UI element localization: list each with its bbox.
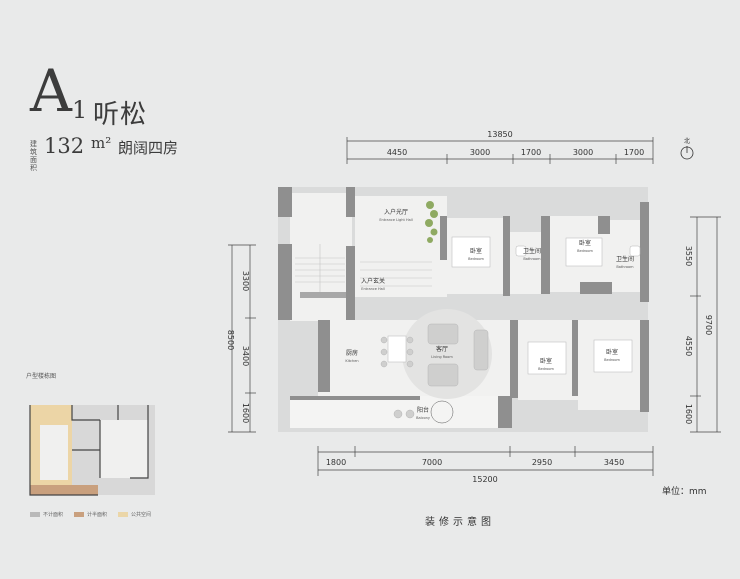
legend-item-1: 计半面积 [74,511,107,518]
legend-swatch-0 [30,512,40,517]
room-bathroom-2-cn: 卫生间 [616,255,634,263]
dim-right-1: 3550 [684,246,693,266]
dim-top-2: 3000 [470,148,490,157]
unit-note: 单位：mm [662,487,707,497]
area-tag: 建筑面积 [30,140,37,172]
key-plan-title: 户型楼栋图 [26,373,57,380]
room-bedroom-2-en: Bedroom [577,249,593,253]
room-balcony-cn: 阳台 [417,406,429,414]
room-kitchen-en: Kitchen [345,359,358,363]
dim-right-total: 9700 [704,315,713,335]
room-bathroom-1-cn: 卫生间 [523,247,541,255]
room-kitchen-cn: 厨房 [346,349,358,357]
room-bathroom-1-en: Bathroom [523,257,541,261]
dim-right-3: 1600 [684,404,693,424]
dim-left-3: 1600 [241,403,250,423]
dim-left-1: 3300 [241,271,250,291]
north-label: 北 [684,137,690,145]
room-labels: 入户光厅 Entrance Light Hall 入户玄关 Entrance H… [345,208,634,420]
dim-top-3: 1700 [521,148,541,157]
dim-top-total: 13850 [487,130,512,139]
dim-bottom-2: 7000 [422,458,442,467]
dim-top-5: 1700 [624,148,644,157]
legend-item-2: 公共空间 [118,511,151,518]
room-bathroom-2-en: Bathroom [616,265,634,269]
legend-label-2: 公共空间 [131,512,152,518]
top-dimensions [346,137,654,164]
north-arrow-icon [680,146,694,160]
room-entrance-light-hall-en: Entrance Light Hall [379,218,412,222]
key-plan-diagram [29,405,155,496]
room-bedroom-3-cn: 卧室 [540,357,552,365]
layout-type: 朗阔四房 [118,139,179,157]
plan-title-name: 听松 [93,100,148,130]
stair-hatch [295,244,432,292]
dim-bottom-1: 1800 [326,458,346,467]
legend-item-0: 不计面积 [30,511,63,518]
dim-bottom-total: 15200 [472,475,497,484]
dim-left-2: 3400 [241,346,250,366]
room-entrance-hall-en: Entrance Hall [361,287,385,291]
room-living-room-cn: 客厅 [436,345,448,353]
room-entrance-light-hall-cn: 入户光厅 [384,208,408,216]
drawing-caption: 装修示意图 [425,517,495,528]
furniture [380,236,641,424]
plan-floor [278,187,648,432]
room-living-room-en: Living Room [431,355,453,359]
plan-walls [278,187,649,428]
legend-label-1: 计半面积 [87,512,108,518]
legend-swatch-1 [74,512,84,517]
dim-left-total: 8500 [226,330,235,350]
area-unit: m² [91,134,112,152]
room-bedroom-2-cn: 卧室 [579,239,591,247]
plan-title-letter: A [30,57,72,125]
room-bedroom-1-en: Bedroom [468,257,484,261]
room-bedroom-1-cn: 卧室 [470,247,482,255]
dim-top-1: 4450 [387,148,407,157]
dim-top-4: 3000 [573,148,593,157]
left-dimensions [228,244,256,433]
dim-right-2: 4550 [684,336,693,356]
legend-swatch-2 [118,512,128,517]
plant-icon [425,201,438,243]
right-dimensions [690,216,721,433]
room-balcony-en: Balcony [416,416,430,420]
legend-label-0: 不计面积 [43,512,64,518]
room-entrance-hall-cn: 入户玄关 [361,277,385,285]
area-value: 132 [44,134,85,158]
plan-title-number: 1 [72,96,88,124]
bottom-dimensions [317,446,654,476]
room-bedroom-3-en: Bedroom [538,367,554,371]
dim-bottom-4: 3450 [604,458,624,467]
room-bedroom-4-cn: 卧室 [606,348,618,356]
dim-bottom-3: 2950 [532,458,552,467]
room-bedroom-4-en: Bedroom [604,358,620,362]
